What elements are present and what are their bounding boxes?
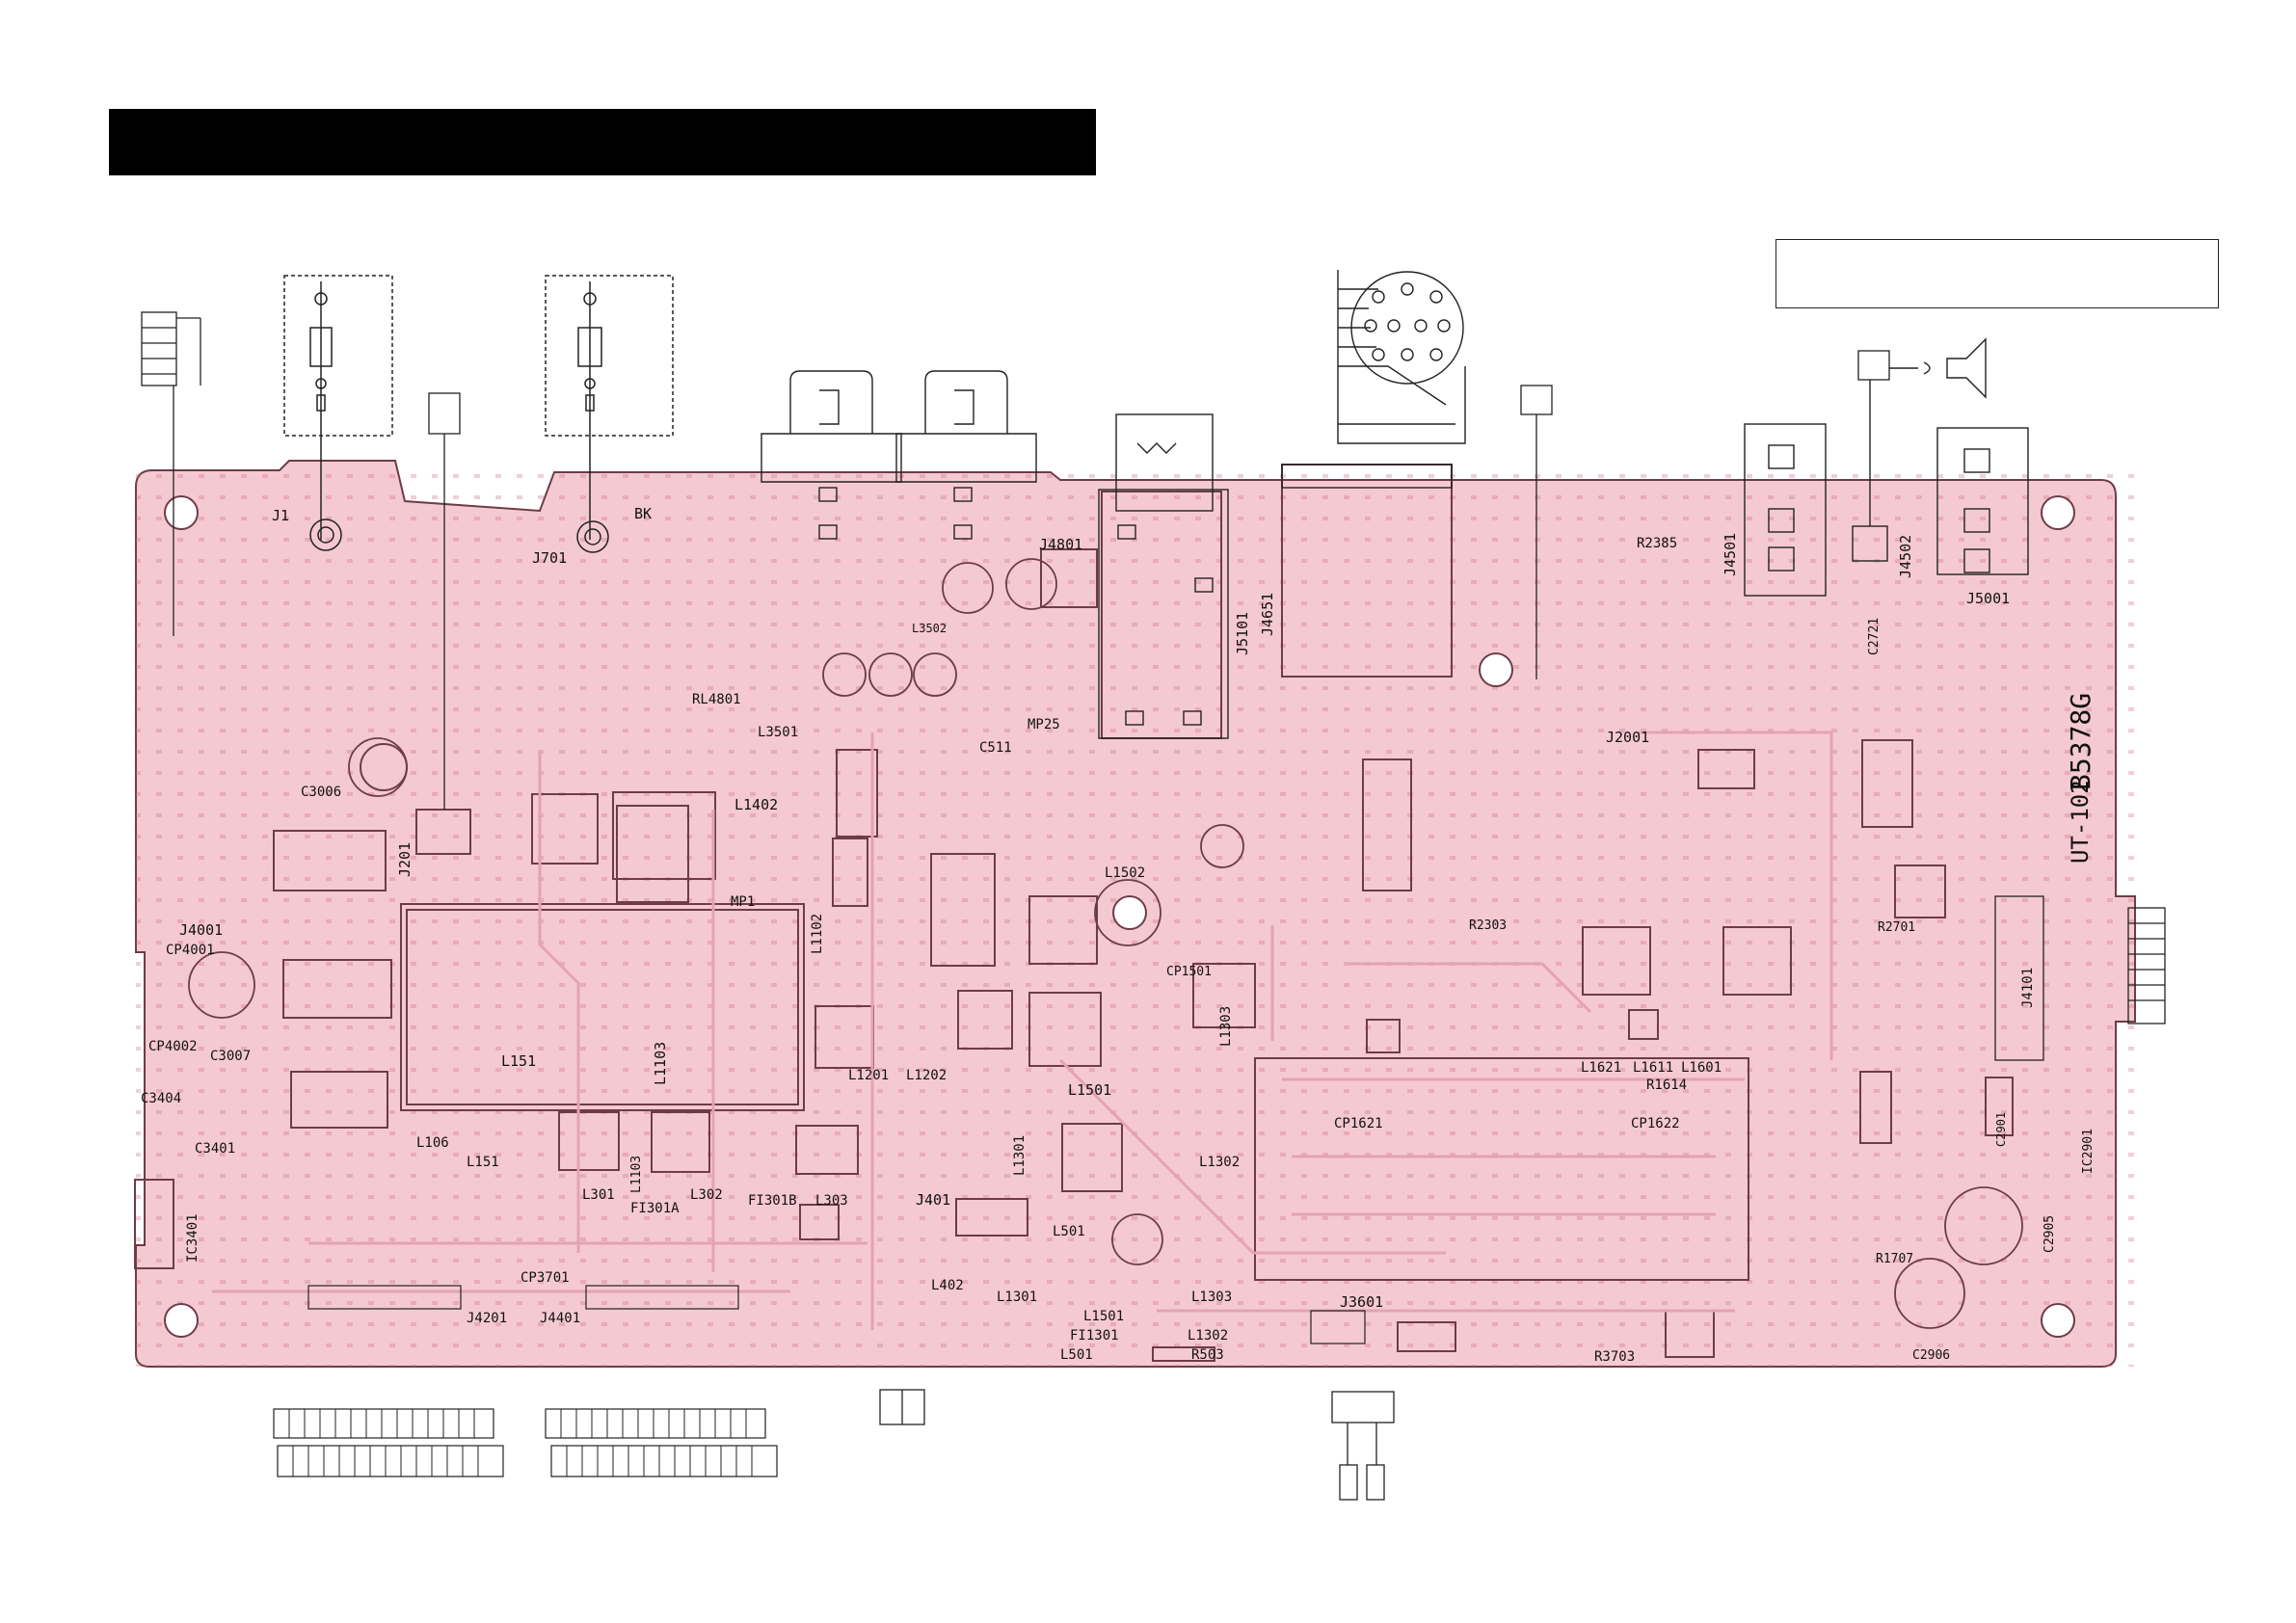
- label-j5101: J5101: [1234, 612, 1251, 655]
- label-c2906: C2906: [1912, 1348, 1950, 1363]
- label-c2905: C2905: [2042, 1215, 2057, 1253]
- label-l302: L302: [690, 1187, 723, 1203]
- label-c3006: C3006: [301, 785, 341, 800]
- bottom-connector-strips: [307, 1285, 1366, 1344]
- label-fi301b: FI301B: [748, 1193, 797, 1209]
- label-c3007: C3007: [210, 1049, 251, 1064]
- label-mp25: MP25: [1028, 717, 1060, 732]
- label-r2701: R2701: [1878, 920, 1915, 935]
- leader-boxes: [428, 350, 1890, 1501]
- label-bk: BK: [634, 505, 652, 522]
- label-l1103a: L1103: [652, 1042, 669, 1085]
- label-l1611: L1611: [1633, 1060, 1673, 1076]
- label-l1201: L1201: [848, 1068, 889, 1083]
- header-left: [141, 311, 201, 636]
- label-cp4002: CP4002: [148, 1039, 198, 1054]
- jack-j4501: [1744, 423, 1827, 597]
- label-j2001: J2001: [1606, 729, 1649, 746]
- label-l501b: L501: [1060, 1347, 1093, 1363]
- label-l1103b: L1103: [629, 1156, 644, 1193]
- label-cp1622: CP1622: [1631, 1116, 1680, 1131]
- label-fi1301: FI1301: [1070, 1328, 1119, 1344]
- label-fi301a: FI301A: [630, 1201, 680, 1216]
- label-cp1501: CP1501: [1166, 965, 1212, 979]
- label-l501a: L501: [1053, 1224, 1085, 1239]
- label-l1402: L1402: [734, 796, 778, 813]
- label-l1501b: L1501: [1083, 1309, 1124, 1324]
- ribbon-connectors: [273, 1408, 778, 1477]
- label-cp3701: CP3701: [521, 1270, 570, 1286]
- label-l1303b: L1303: [1191, 1290, 1232, 1305]
- label-j1: J1: [272, 507, 289, 524]
- label-l1301b: L1301: [997, 1290, 1037, 1305]
- label-j4502: J4502: [1897, 535, 1914, 578]
- label-r3703: R3703: [1594, 1349, 1635, 1365]
- label-l1502: L1502: [1105, 865, 1145, 881]
- label-j4201: J4201: [467, 1311, 507, 1326]
- label-b5378g: B5378G: [2065, 693, 2096, 790]
- label-rl4801: RL4801: [692, 692, 741, 707]
- label-c3404: C3404: [141, 1091, 181, 1106]
- label-c2901: C2901: [1994, 1112, 2008, 1147]
- label-j401: J401: [916, 1191, 950, 1209]
- label-j4501: J4501: [1722, 533, 1739, 576]
- traces: [212, 731, 1833, 1330]
- label-l3502: L3502: [912, 622, 947, 635]
- label-l402: L402: [931, 1278, 964, 1293]
- label-j4401: J4401: [540, 1311, 580, 1326]
- label-j4801: J4801: [1039, 536, 1082, 553]
- label-ic2901: IC2901: [2081, 1129, 2096, 1174]
- label-ic3401: IC3401: [185, 1213, 200, 1263]
- label-l1302b: L1302: [1188, 1328, 1228, 1344]
- title-bar: [109, 109, 1096, 175]
- label-l301: L301: [582, 1187, 615, 1203]
- label-l1102: L1102: [810, 914, 825, 954]
- label-r2385: R2385: [1637, 536, 1677, 551]
- ribbon-dividers: [288, 1409, 753, 1477]
- label-j3601: J3601: [1340, 1293, 1383, 1311]
- label-l1501a: L1501: [1068, 1081, 1111, 1099]
- label-j4651: J4651: [1259, 593, 1276, 636]
- label-r1707: R1707: [1876, 1252, 1913, 1266]
- large-capacitors: [188, 558, 2023, 1329]
- label-l1302a: L1302: [1199, 1155, 1240, 1170]
- label-l1621: L1621: [1581, 1060, 1621, 1076]
- label-r2303: R2303: [1469, 918, 1507, 933]
- label-l1601: L1601: [1681, 1060, 1722, 1076]
- label-c3401: C3401: [195, 1141, 235, 1157]
- label-r1614: R1614: [1646, 1078, 1687, 1093]
- label-j4101: J4101: [2020, 968, 2036, 1008]
- label-j201: J201: [396, 842, 414, 877]
- header-right: [1994, 895, 2166, 1061]
- label-c2721: C2721: [1867, 618, 1882, 655]
- label-model: UT-102: [2067, 780, 2094, 864]
- label-l1202: L1202: [906, 1068, 947, 1083]
- jack-j5101: [1098, 413, 1229, 739]
- din-connector-j4651: [1281, 270, 1466, 489]
- label-l1301a: L1301: [1012, 1135, 1028, 1176]
- label-cp1621: CP1621: [1334, 1116, 1383, 1131]
- shield-blocks: [134, 464, 2014, 1362]
- label-l3501: L3501: [758, 725, 798, 740]
- label-c511: C511: [979, 740, 1012, 756]
- label-j5001: J5001: [1966, 590, 2010, 607]
- rca-jacks: [761, 370, 1037, 540]
- label-l151b: L151: [467, 1155, 499, 1170]
- label-j701: J701: [532, 549, 567, 567]
- label-l151a: L151: [501, 1052, 536, 1070]
- jack-j4502: [1852, 337, 1987, 562]
- label-l303: L303: [815, 1193, 848, 1209]
- label-r503: R503: [1191, 1347, 1224, 1363]
- label-j4001: J4001: [179, 921, 223, 939]
- label-mp1: MP1: [731, 894, 755, 910]
- note-box: [1775, 239, 2219, 308]
- label-l1303a: L1303: [1218, 1006, 1234, 1047]
- label-cp4001: CP4001: [166, 943, 215, 958]
- jack-j5001: [1936, 427, 2029, 575]
- coax-j1: [283, 275, 393, 551]
- coax-j701: [545, 275, 674, 553]
- label-l106: L106: [416, 1135, 449, 1151]
